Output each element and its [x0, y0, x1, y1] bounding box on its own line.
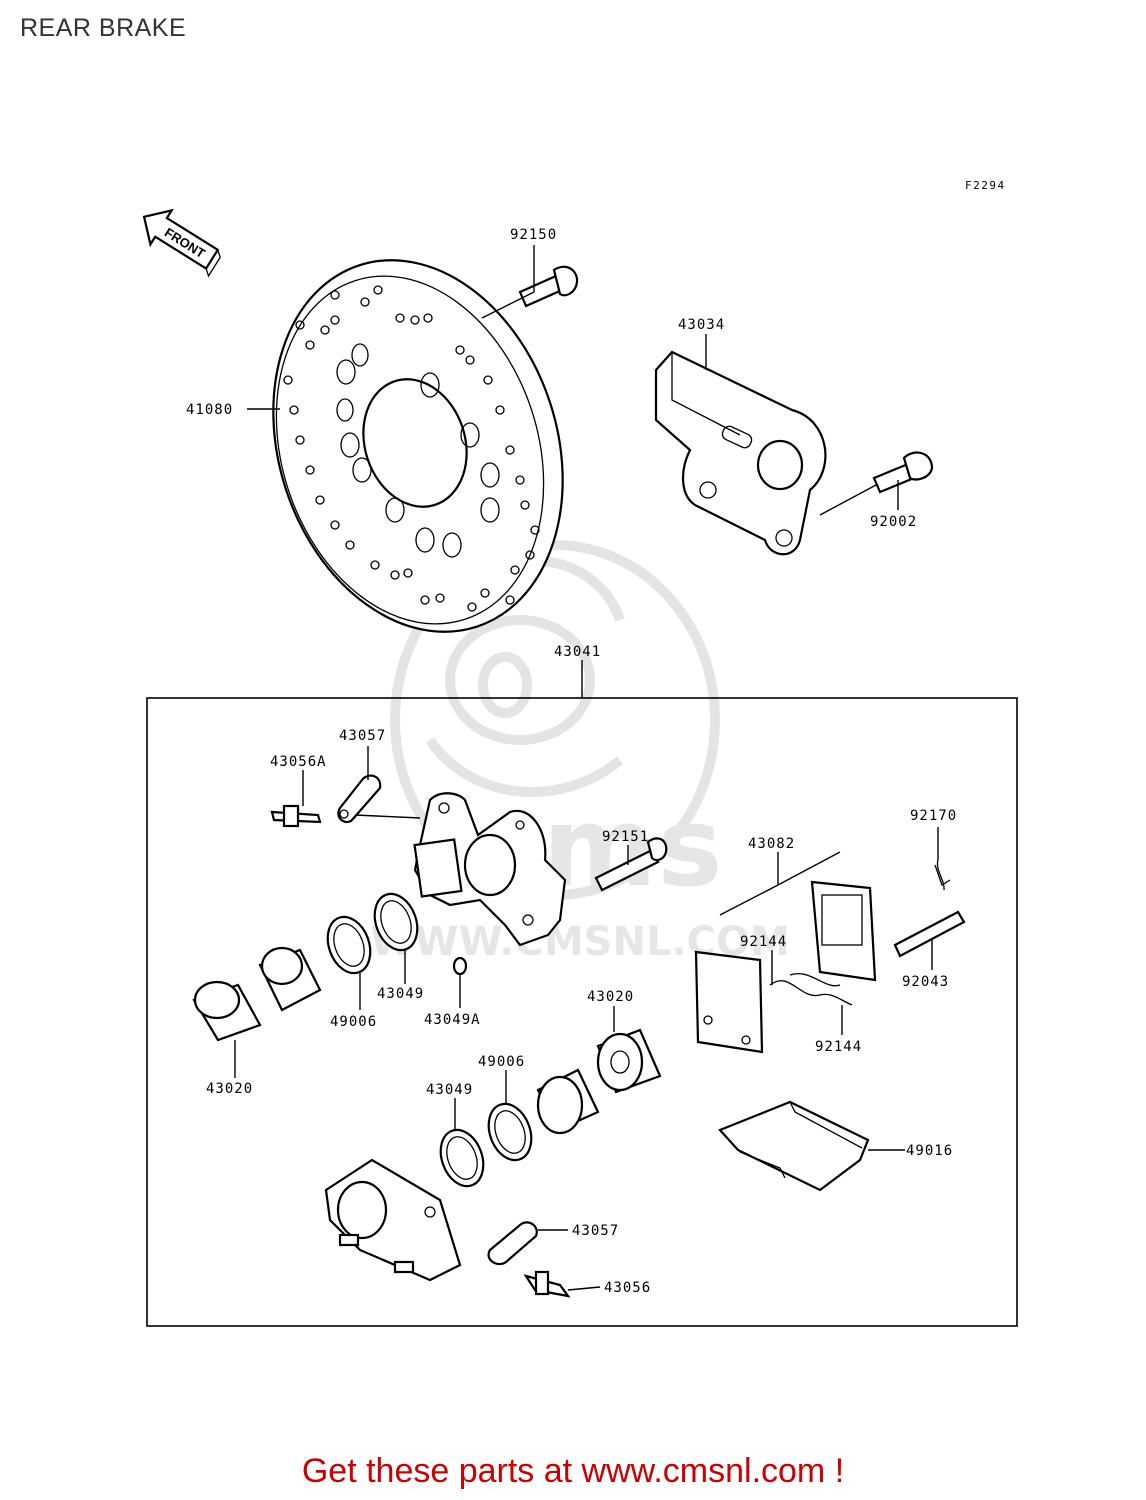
- pad-pin-bolt: [594, 837, 668, 892]
- label-43020-upper: 43020: [206, 1081, 253, 1097]
- bracket-bolt: [872, 451, 934, 494]
- label-92170: 92170: [910, 808, 957, 824]
- label-92002: 92002: [870, 514, 917, 530]
- label-43056A: 43056A: [270, 754, 327, 770]
- caliper-body-lower: [324, 1158, 462, 1282]
- label-43056: 43056: [604, 1280, 651, 1296]
- figure-code: F2294: [965, 179, 1006, 192]
- pad-shim: [718, 1100, 870, 1192]
- label-43020-lower: 43020: [587, 989, 634, 1005]
- label-49006-lower: 49006: [478, 1054, 525, 1070]
- label-43049A: 43049A: [424, 1012, 481, 1028]
- leader-lines: [234, 245, 939, 1291]
- label-43049-lower: 43049: [426, 1082, 473, 1098]
- label-43049-upper: 43049: [377, 986, 424, 1002]
- label-49006-upper: 49006: [330, 1014, 377, 1030]
- brake-pads: [694, 880, 877, 1054]
- label-49016: 49016: [906, 1143, 953, 1159]
- seal-rings-upper: [326, 892, 468, 976]
- label-41080: 41080: [186, 402, 233, 418]
- label-43057-lower: 43057: [572, 1223, 619, 1239]
- label-43057-upper: 43057: [339, 728, 386, 744]
- bleeder-cap-lower: [487, 1221, 538, 1266]
- bleeder-cap-upper: [337, 774, 382, 824]
- label-92144-lower: 92144: [815, 1039, 862, 1055]
- label-92151: 92151: [602, 829, 649, 845]
- seal-rings-lower: [439, 1102, 533, 1188]
- label-92150: 92150: [510, 227, 557, 243]
- caliper-bracket: [654, 350, 827, 556]
- front-arrow-icon: FRONT: [142, 208, 221, 278]
- brake-disc: [272, 259, 564, 633]
- disc-bolt: [518, 265, 579, 308]
- label-43082: 43082: [748, 836, 795, 852]
- label-43041: 43041: [554, 644, 601, 660]
- part-labels: 92150 43034 41080 92002 43041 43057 4305…: [186, 227, 957, 1296]
- bleeder-valve-lower: [523, 1270, 571, 1298]
- label-92043: 92043: [902, 974, 949, 990]
- label-92144-upper: 92144: [740, 934, 787, 950]
- pad-pin-clip: [934, 859, 951, 891]
- label-43034: 43034: [678, 317, 725, 333]
- piston-lower: [536, 1028, 662, 1135]
- pad-springs: [769, 972, 853, 1006]
- caliper-body-upper: [413, 792, 567, 947]
- pad-pin: [893, 910, 966, 958]
- piston-upper: [192, 946, 322, 1042]
- bleeder-valve-upper: [270, 804, 322, 828]
- page-title: REAR BRAKE: [20, 14, 187, 42]
- footer-link[interactable]: Get these parts at www.cmsnl.com !: [301, 1452, 845, 1490]
